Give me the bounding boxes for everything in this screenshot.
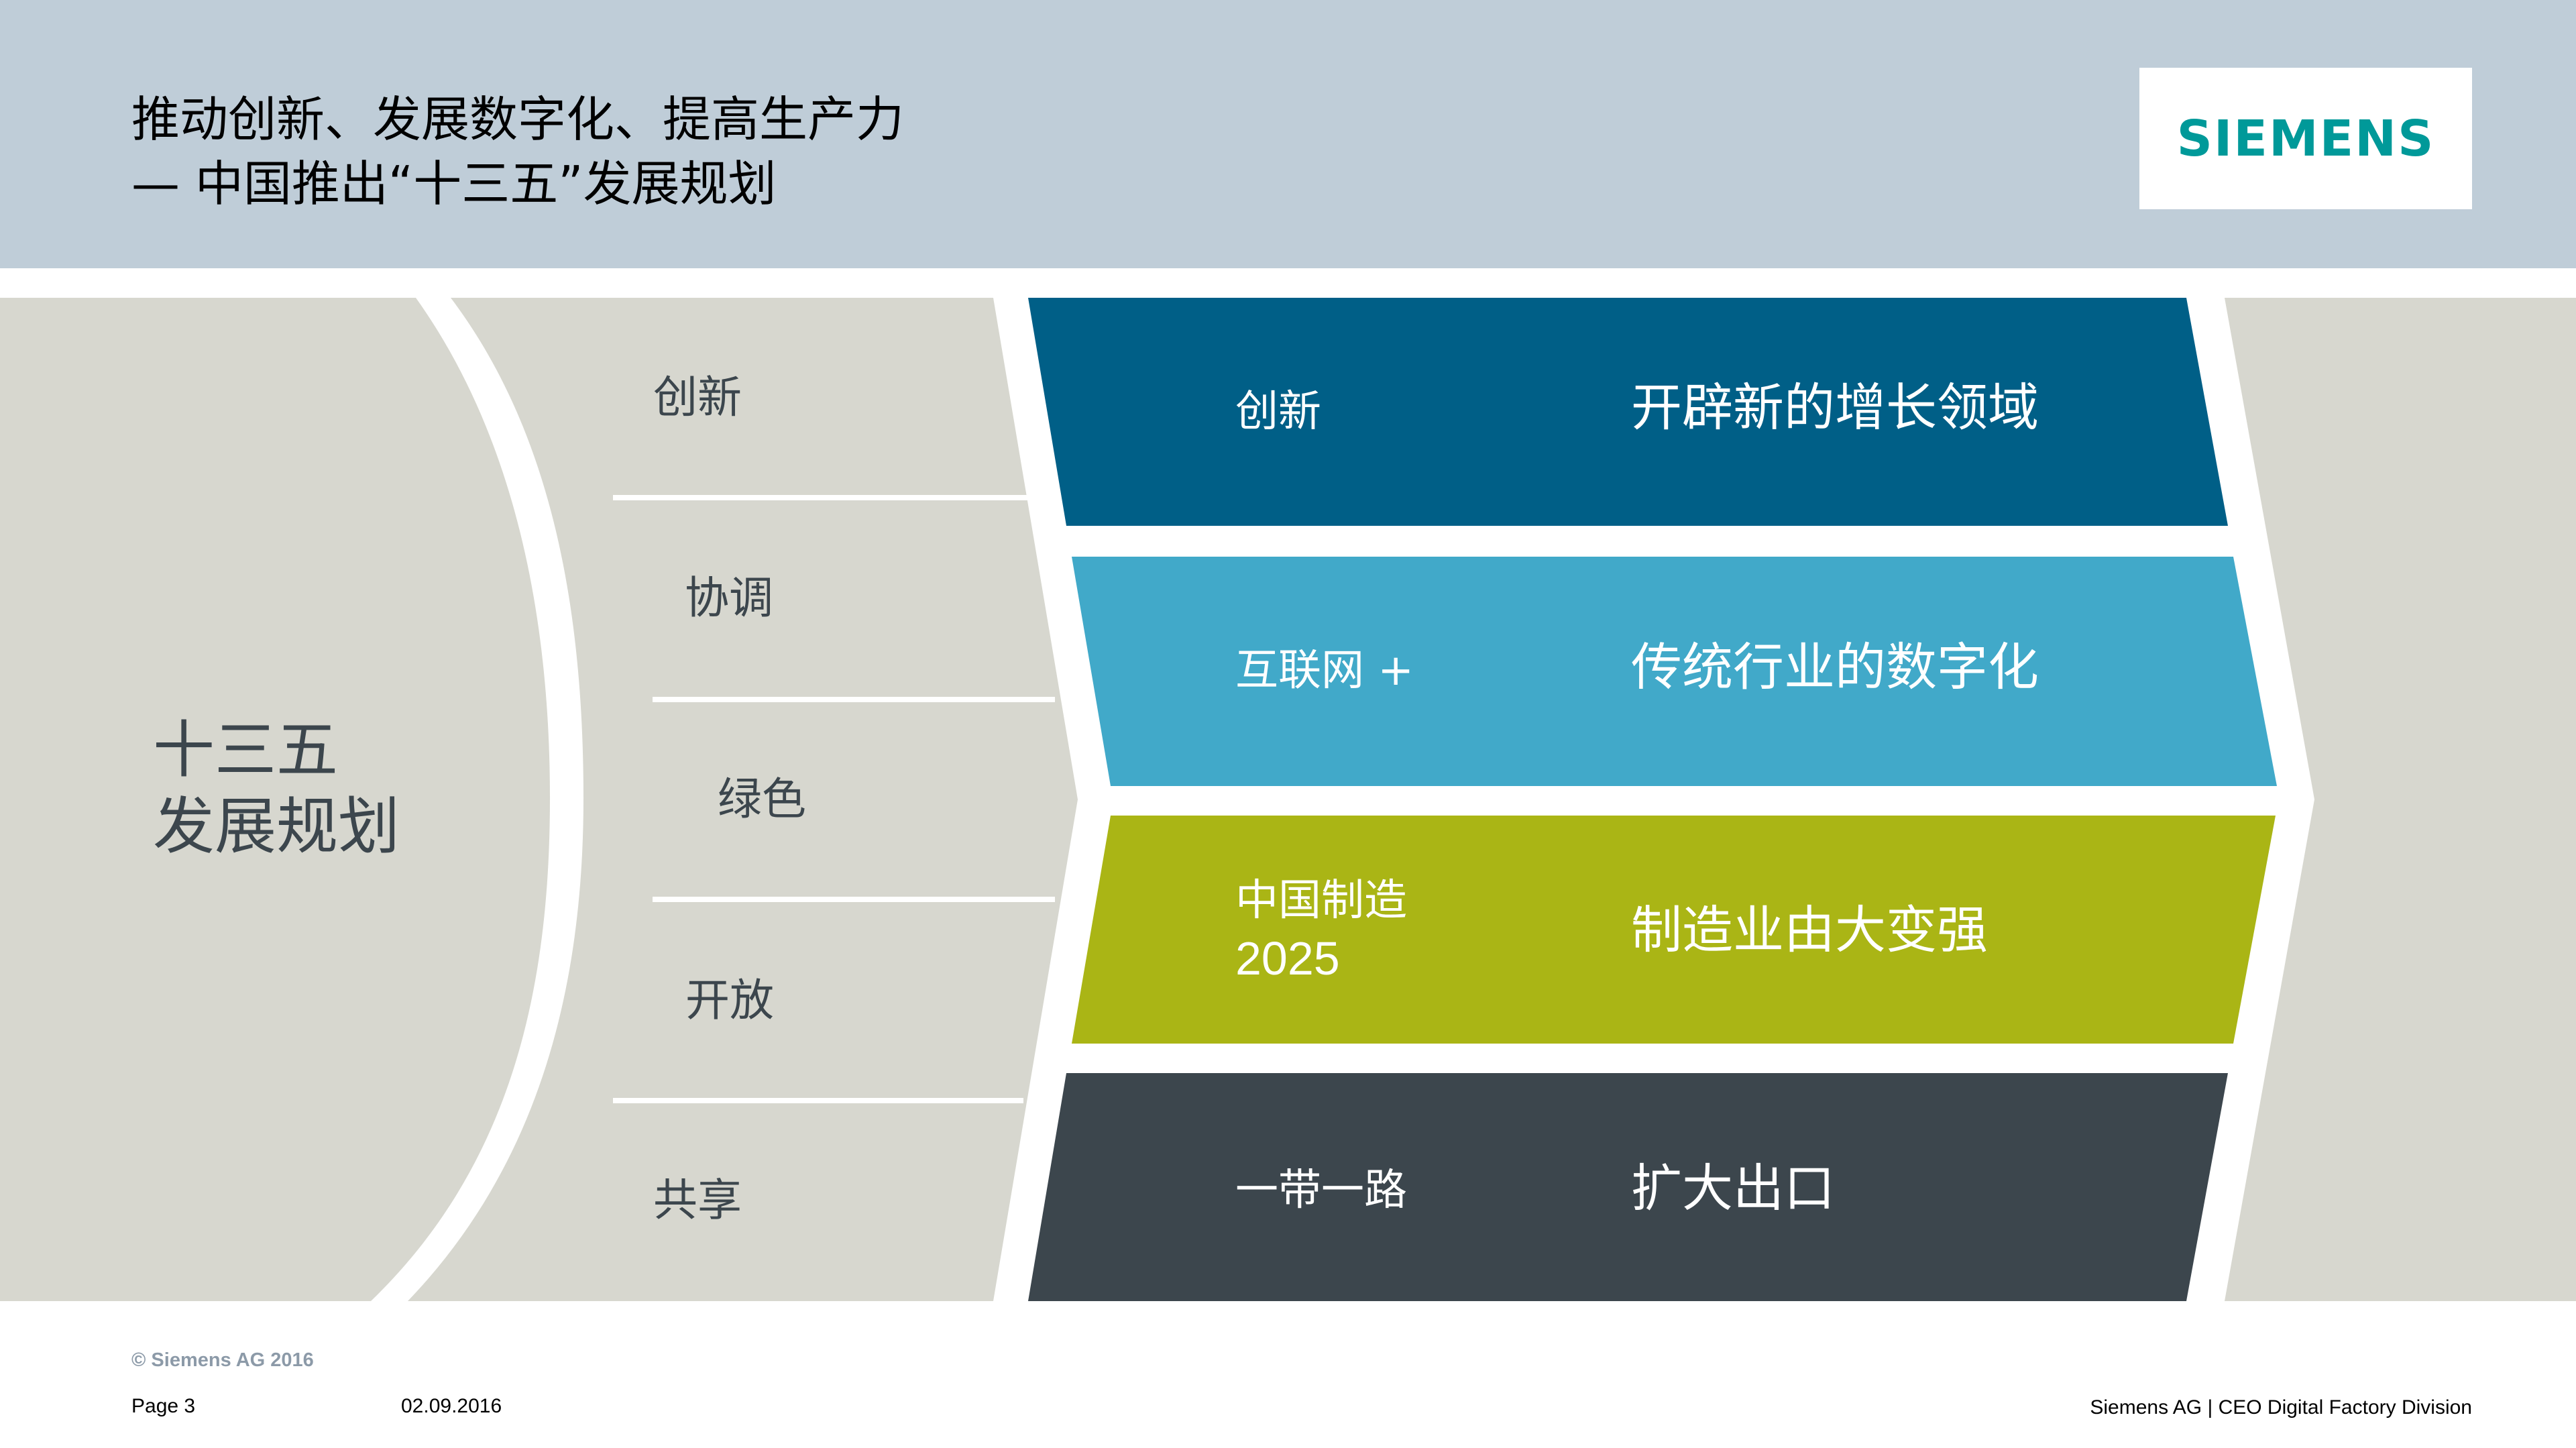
pillar-divider-1 xyxy=(613,495,1029,500)
pillar-divider-4 xyxy=(613,1098,1023,1103)
pillar-green: 绿色 xyxy=(718,773,806,825)
band-innovation-description: 开辟新的增长领域 xyxy=(1631,378,2039,437)
band-made-in-china-label-line-1: 中国制造 xyxy=(1235,876,1407,926)
band-internet-plus-label: 互联网 + xyxy=(1235,646,1414,695)
band-internet-plus-shape xyxy=(1072,557,2277,786)
pillar-openness: 开放 xyxy=(685,974,774,1026)
band-innovation-shape xyxy=(1028,298,2228,526)
right-panel xyxy=(2225,298,2576,1301)
pillars-panel xyxy=(408,298,1078,1301)
pillar-divider-2 xyxy=(653,697,1055,702)
band-made-in-china-description: 制造业由大变强 xyxy=(1631,900,1988,960)
pillar-divider-3 xyxy=(653,897,1055,902)
band-made-in-china-label-line-2: 2025 xyxy=(1235,932,1340,985)
pillar-coordination: 协调 xyxy=(685,572,773,624)
pillar-sharing: 共享 xyxy=(653,1174,742,1226)
footer-copyright: © Siemens AG 2016 xyxy=(131,1349,314,1371)
siemens-logo: SIEMENS xyxy=(2139,68,2472,209)
band-innovation-label: 创新 xyxy=(1235,387,1321,437)
logo-wordmark: SIEMENS xyxy=(2176,109,2435,168)
footer-page-number: Page 3 xyxy=(131,1395,196,1417)
band-internet-plus-description: 传统行业的数字化 xyxy=(1631,637,2039,697)
footer-date: 02.09.2016 xyxy=(401,1395,502,1417)
band-belt-road-label: 一带一路 xyxy=(1235,1166,1407,1215)
slide-title-line-2: — 中国推出“十三五”发展规划 xyxy=(131,156,777,212)
slide-title: 推动创新、发展数字化、提高生产力 — 中国推出“十三五”发展规划 xyxy=(131,87,904,216)
center-title: 十三五 发展规划 xyxy=(153,712,400,865)
slide-header: 推动创新、发展数字化、提高生产力 — 中国推出“十三五”发展规划 SIEMENS xyxy=(0,0,2576,268)
band-made-in-china-shape xyxy=(1072,816,2276,1044)
slide-title-line-1: 推动创新、发展数字化、提高生产力 xyxy=(131,91,905,148)
center-title-line-1: 十三五 xyxy=(153,714,339,786)
band-belt-road-description: 扩大出口 xyxy=(1631,1158,1835,1218)
pillar-innovation: 创新 xyxy=(653,372,742,423)
center-title-line-2: 发展规划 xyxy=(153,791,400,862)
center-circle-segment xyxy=(0,298,550,1301)
footer-organization: Siemens AG | CEO Digital Factory Divisio… xyxy=(2090,1396,2472,1418)
band-belt-road-shape xyxy=(1028,1073,2228,1301)
